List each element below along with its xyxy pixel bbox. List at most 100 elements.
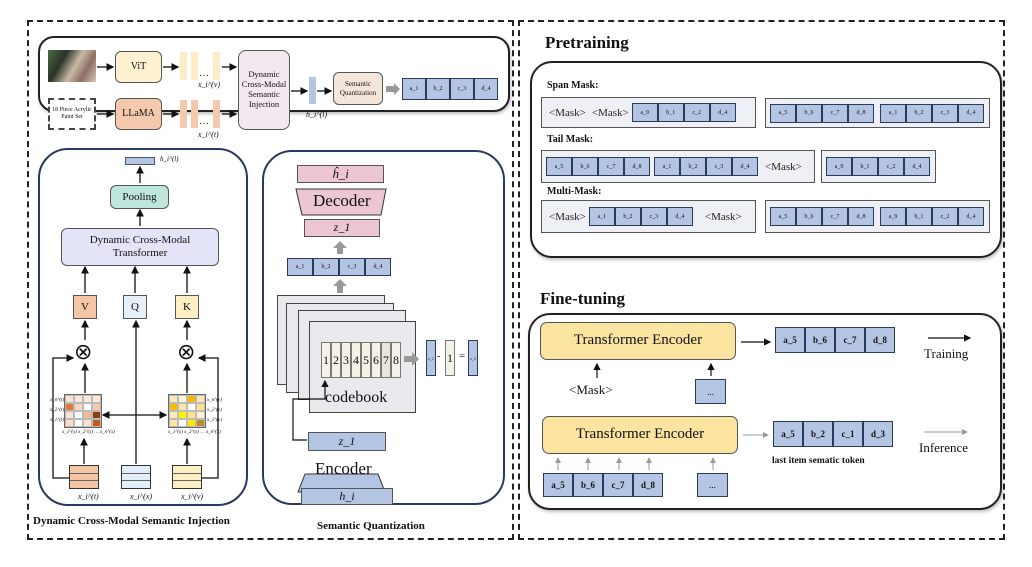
decoder-label: Decoder — [313, 191, 371, 210]
training-ellipsis-input: ... — [695, 379, 726, 404]
token: c_3 — [932, 103, 958, 123]
token-row: a_5 b_6 c_7 d_8 — [770, 103, 874, 123]
token: a_1 — [880, 103, 906, 123]
token: b_1 — [657, 103, 684, 122]
token: d_8 — [865, 327, 895, 353]
z1-bottom-block: z_1 — [308, 432, 386, 451]
inference-encoder-label: Transformer Encoder — [575, 426, 705, 443]
quantization-caption: Semantic Quantization — [317, 520, 425, 532]
arrow — [292, 379, 329, 441]
text-embedding-bar — [191, 100, 198, 128]
grey-arrow — [333, 241, 347, 254]
token: d_4 — [709, 103, 736, 122]
token: a_1 — [402, 78, 426, 100]
visual-input-stack — [172, 465, 202, 489]
quant-token-row: a_1 b_2 c_3 d_4 — [287, 258, 391, 276]
token: b_6 — [573, 473, 603, 497]
mask-token: <Mask> — [549, 210, 586, 223]
k-label: K — [183, 300, 191, 313]
token-row: a_1 b_2 c_3 d_4 — [588, 207, 693, 226]
h-hat-block: ĥ_i — [297, 165, 384, 183]
equals-sign: = — [459, 350, 466, 362]
arrow — [52, 354, 75, 479]
token: b_6 — [796, 207, 822, 226]
row-label: x_1^(v) — [207, 418, 222, 423]
right-panel-frame — [518, 20, 1005, 540]
token: d_4 — [958, 103, 984, 123]
grey-arrow — [333, 279, 347, 293]
z1-bottom-label: z_1 — [338, 433, 356, 448]
token: a_1 — [588, 207, 615, 226]
token: d_4 — [365, 258, 391, 276]
multi-mask-input: <Mask> a_1 b_2 c_3 d_4 <Mask> — [541, 200, 756, 233]
tail-mask-input: a_5 b_6 c_7 d_8 a_1 b_2 c_3 d_4 <Mask> — [541, 150, 815, 183]
grey-arrow — [404, 352, 419, 366]
token: a_5 — [770, 103, 796, 123]
pipeline-token-row: a_1 b_2 c_3 d_4 — [402, 78, 498, 100]
token-row: a_9 b_1 c_2 d_4 — [631, 103, 736, 122]
mask-token: <Mask> — [591, 106, 629, 119]
token: a_5 — [775, 327, 805, 353]
q-block: Q — [123, 295, 147, 319]
pretraining-title: Pretraining — [545, 33, 629, 52]
mask-token: <Mask> — [765, 160, 802, 173]
transformer-block: Dynamic Cross-Modal Transformer — [61, 228, 219, 266]
token: b_2 — [906, 103, 932, 123]
token: b_2 — [614, 207, 641, 226]
token: b_6 — [796, 103, 822, 123]
codebook-entry: 5 — [361, 342, 371, 378]
fused-embedding-bar — [309, 77, 316, 104]
token: c_3 — [339, 258, 365, 276]
token: d_4 — [904, 157, 930, 176]
h-label: h_i — [339, 488, 355, 503]
token-row: a_9 b_1 c_2 d_4 — [880, 207, 984, 226]
row-label: x_n^(v) — [207, 398, 222, 403]
codebook-entry: 4 — [351, 342, 361, 378]
token: c_2 — [683, 103, 710, 122]
left-panel-frame — [27, 20, 514, 540]
heatmap-right-col-labels: x_1^(x) x_2^(x) … x_n^(x) — [168, 430, 221, 435]
heatmap-left-col-labels: x_1^(x) x_2^(x) … x_n^(x) — [62, 430, 115, 435]
dcmsi-block: Dynamic Cross-Modal Semantic Injection — [238, 50, 290, 130]
token: a_5 — [773, 421, 803, 447]
token: d_4 — [474, 78, 498, 100]
token: c_2 — [878, 157, 904, 176]
token-row: a_1 b_2 c_3 d_4 — [880, 103, 984, 123]
product-image — [48, 50, 96, 82]
z1-top-block: z_1 — [304, 219, 380, 237]
v-block: V — [73, 295, 97, 319]
codebook-entry: 8 — [391, 342, 401, 378]
cross-input-stack — [121, 465, 151, 489]
token: d_8 — [633, 473, 663, 497]
token: a_5 — [543, 473, 573, 497]
training-output-tokens: a_5 b_6 c_7 d_8 — [775, 327, 895, 353]
v-label: V — [81, 300, 89, 313]
codebook-entry: 6 — [371, 342, 381, 378]
token: d_3 — [863, 421, 893, 447]
token: d_8 — [848, 207, 874, 226]
dcmsi-label: Dynamic Cross-Modal Semantic Injection — [241, 69, 287, 109]
token: a_1 — [287, 258, 313, 276]
token: b_2 — [313, 258, 339, 276]
multiply-icon-right: ⊗ — [177, 339, 196, 364]
multi-mask-target: a_5 b_6 c_7 d_8 a_9 b_1 c_2 d_4 — [765, 200, 990, 233]
visual-embedding-bar — [180, 52, 187, 80]
text-input-label: 18 Piece Acrylic Paint Set — [52, 107, 92, 120]
span-mask-input: <Mask> <Mask> a_9 b_1 c_2 d_4 — [541, 97, 756, 128]
inference-output-caption: last item sematic token — [772, 456, 865, 466]
injection-caption: Dynamic Cross-Modal Semantic Injection — [33, 515, 230, 527]
vit-label: ViT — [130, 61, 147, 73]
token: b_6 — [572, 157, 598, 176]
minus-sign: - — [437, 351, 441, 362]
k-block: K — [175, 295, 199, 319]
tail-mask-target: a_9 b_1 c_2 d_4 — [821, 150, 936, 183]
residual-z2: z_2 — [468, 340, 478, 376]
token: a_9 — [880, 207, 906, 226]
text-input-box: 18 Piece Acrylic Paint Set — [48, 98, 96, 130]
finetuning-title: Fine-tuning — [540, 289, 626, 308]
inference-encoder-block: Transformer Encoder — [542, 416, 738, 454]
inference-output-tokens: a_5 b_2 c_1 d_3 — [773, 421, 893, 447]
token: d_4 — [732, 157, 758, 176]
codebook-label: codebook — [325, 389, 388, 406]
